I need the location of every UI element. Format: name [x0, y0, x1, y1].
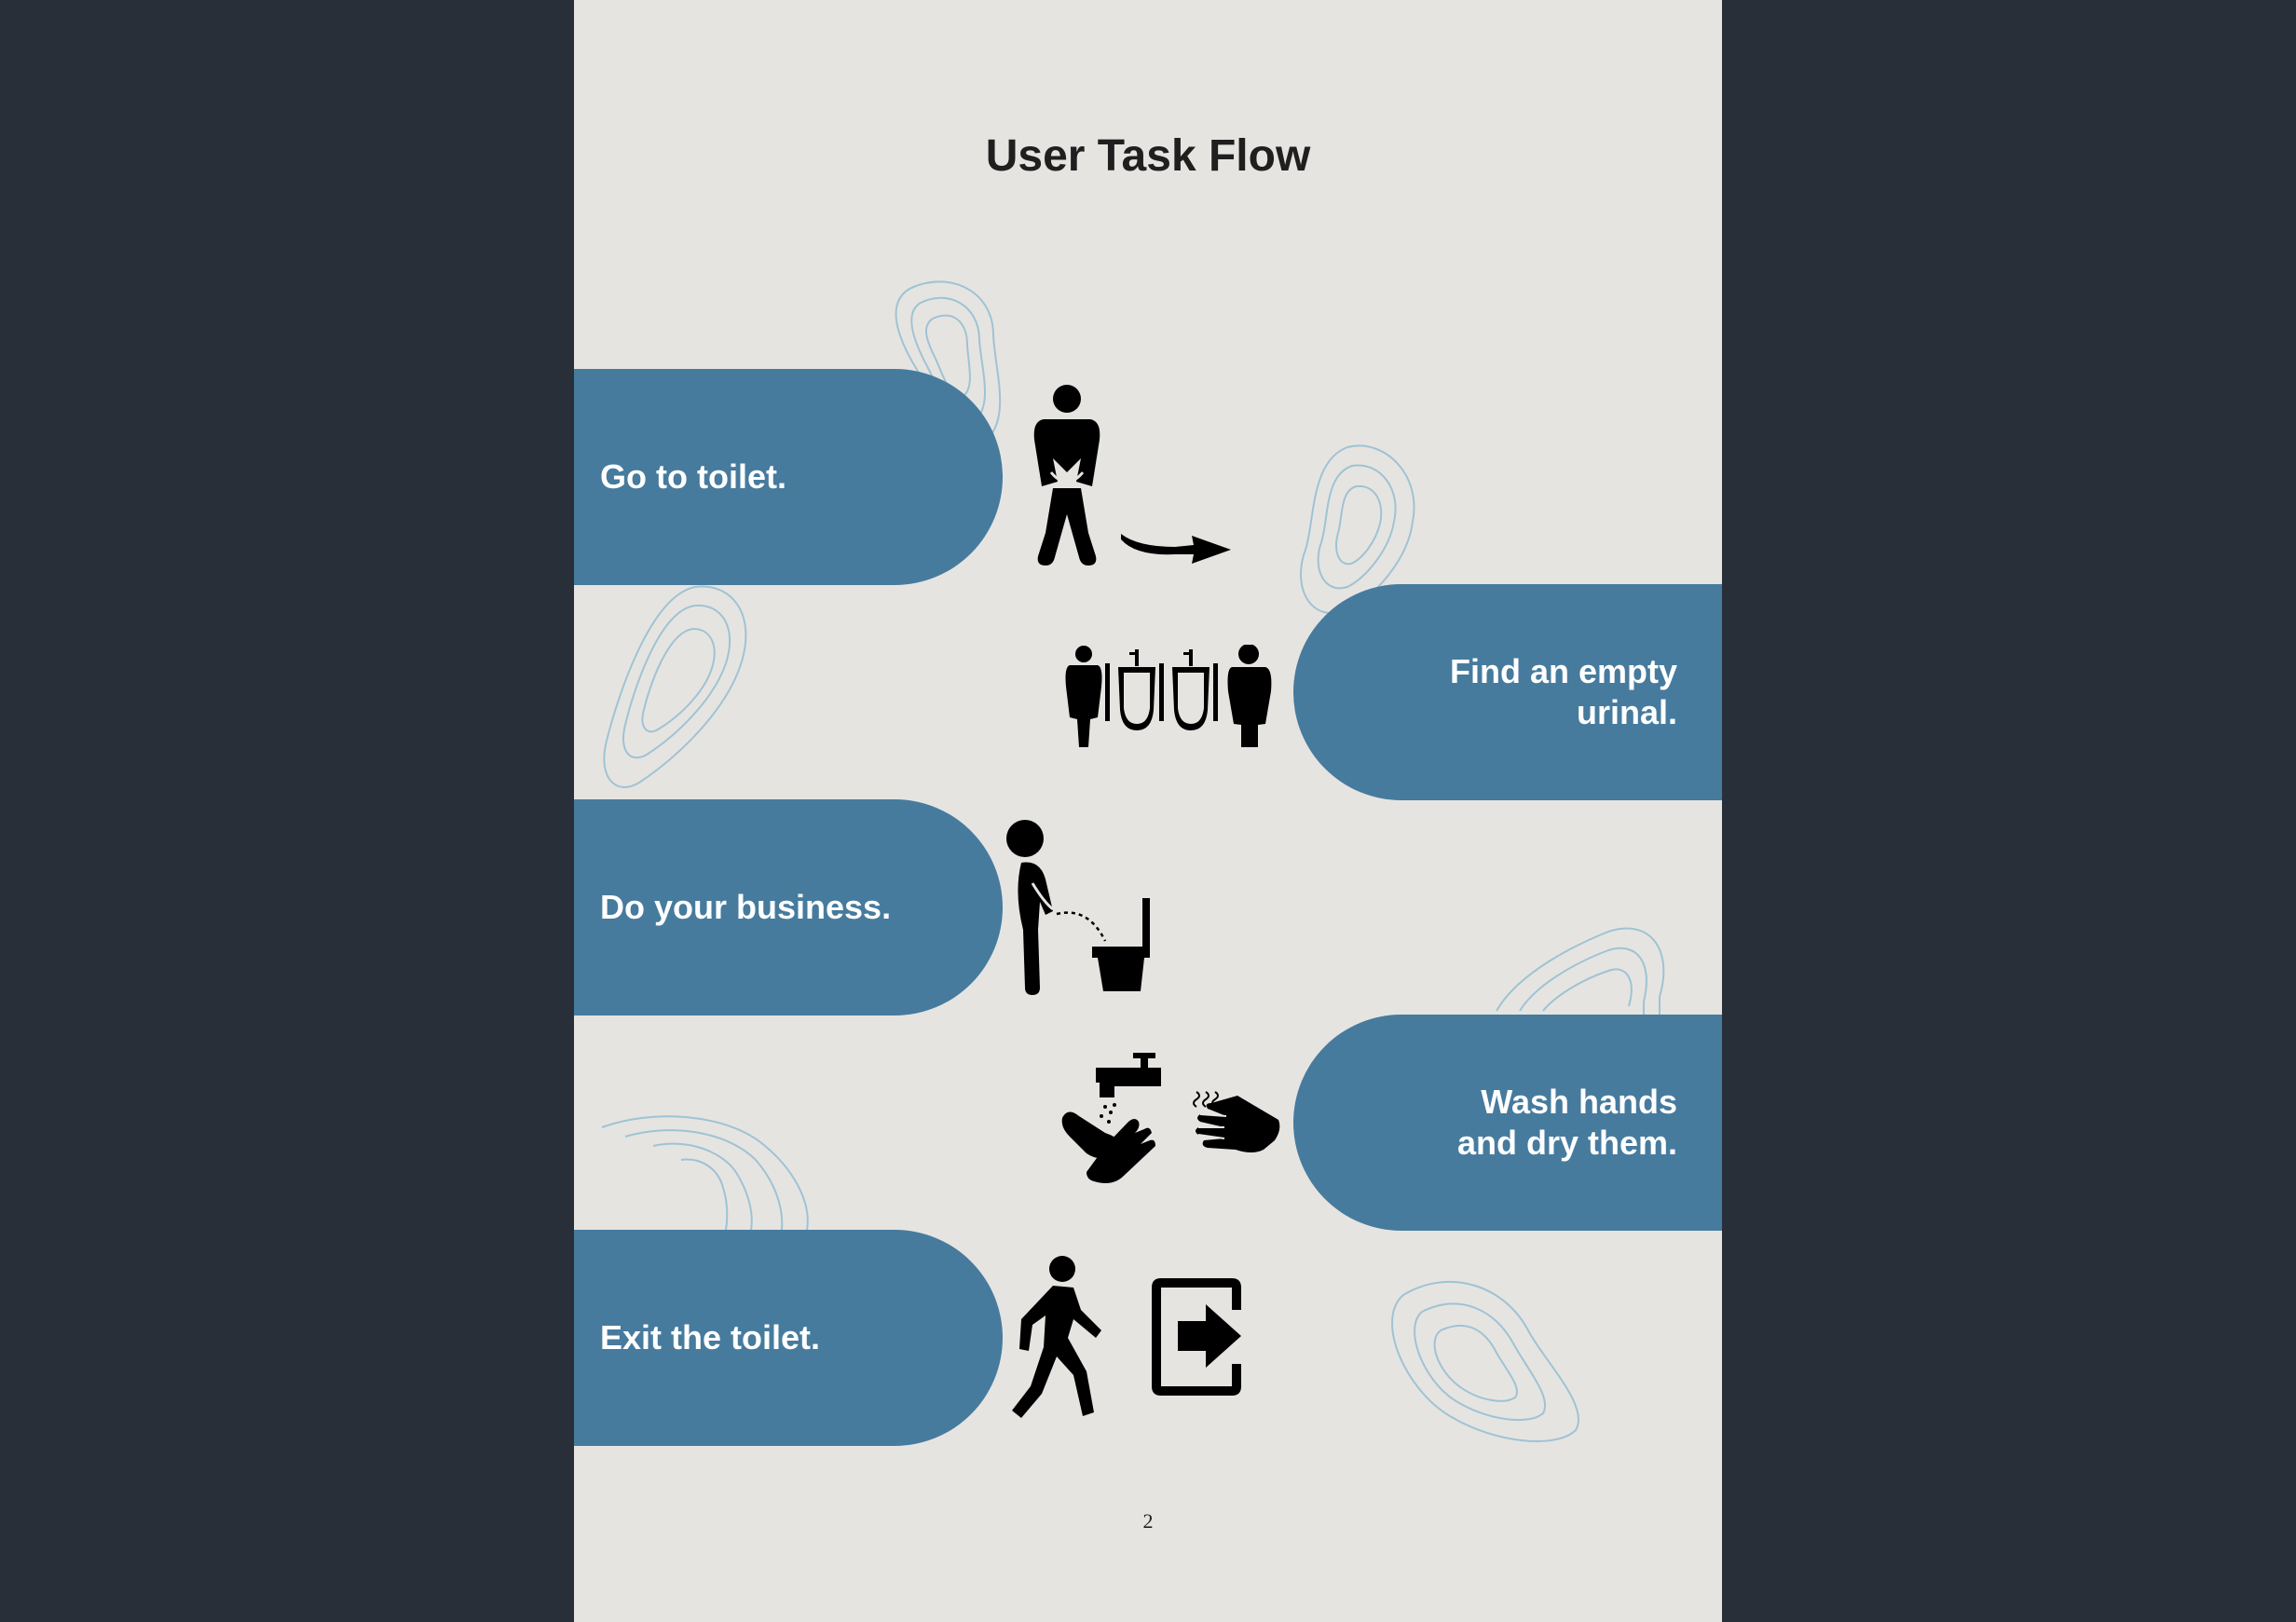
contour-decoration-5 [601, 1115, 809, 1230]
exit-door-icon [1152, 1278, 1241, 1396]
wash-hands-icon [1061, 1053, 1161, 1183]
step-find-urinal: Find an empty urinal. [1293, 584, 1722, 800]
person-urinating-icon [1006, 820, 1150, 995]
step-label: Exit the toilet. [600, 1318, 821, 1356]
arrow-right-icon [1121, 534, 1231, 564]
step-do-business: Do your business. [574, 799, 1003, 1015]
dry-hands-icon [1193, 1091, 1280, 1152]
step-go-to-toilet: Go to toilet. [574, 369, 1003, 585]
contour-decoration-4 [1496, 927, 1665, 1015]
urinals-row-icon [1065, 645, 1272, 747]
step-wash-hands: Wash hands and dry them. [1293, 1015, 1722, 1231]
contour-decoration-3 [603, 585, 747, 788]
step-exit-toilet: Exit the toilet. [574, 1230, 1003, 1446]
document-page: User Task Flow Go to toilet. Find an emp… [574, 0, 1722, 1622]
contour-decoration-6 [1391, 1281, 1579, 1442]
page-title: User Task Flow [985, 131, 1311, 181]
step-label: Find an empty urinal. [1449, 652, 1677, 731]
step-label: Do your business. [600, 888, 892, 926]
step-label: Go to toilet. [600, 457, 786, 496]
person-waiting-icon [1033, 385, 1100, 566]
page-number: 2 [1142, 1509, 1154, 1533]
walking-person-icon [1012, 1256, 1101, 1418]
step-label: Wash hands and dry them. [1456, 1083, 1677, 1162]
